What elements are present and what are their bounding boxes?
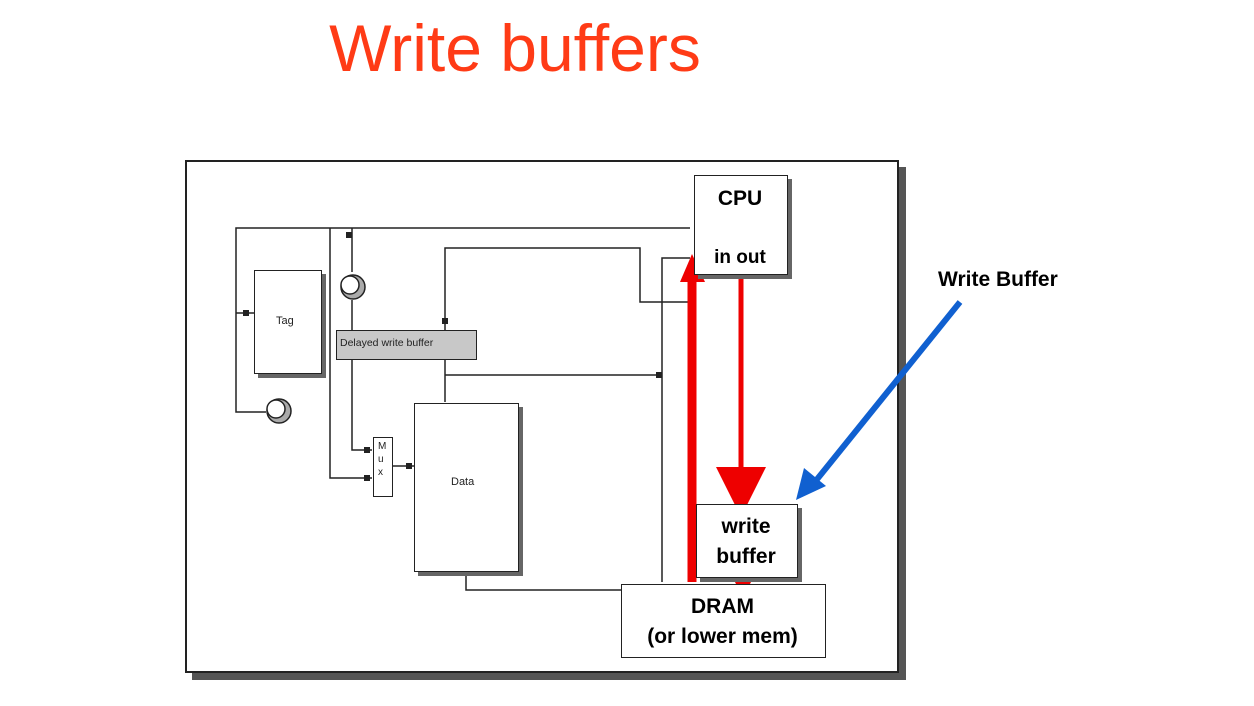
data-label: Data xyxy=(451,476,475,488)
cpu-ports-label: in out xyxy=(714,247,766,268)
write-buffer-callout-label: Write Buffer xyxy=(938,268,1058,291)
tag-label: Tag xyxy=(276,315,294,327)
data-to-dram-wire xyxy=(465,572,622,591)
tag-block xyxy=(254,270,322,374)
write-buffer-label-line1: write xyxy=(721,515,771,538)
mux-upper-input-wire xyxy=(351,360,372,451)
delayed-write-buffer-label: Delayed write buffer xyxy=(340,337,434,349)
read-path-arrowhead xyxy=(680,254,705,282)
cpu-label: CPU xyxy=(717,187,763,210)
right-bus-wire xyxy=(661,257,690,582)
write-buffer-block xyxy=(696,504,798,578)
left-bus-wire xyxy=(329,228,372,479)
mux-block xyxy=(373,437,393,497)
page-title: Write buffers xyxy=(329,11,701,85)
data-block xyxy=(414,403,519,572)
delayed-write-buffer-block xyxy=(336,330,477,360)
tag-feedback-wire xyxy=(235,227,330,413)
dram-label-line2: (or lower mem) xyxy=(647,625,798,648)
wire-junctions xyxy=(243,232,662,481)
dram-label-line1: DRAM xyxy=(691,595,754,618)
write-buffer-label-line2: buffer xyxy=(716,545,776,568)
cache-wiring xyxy=(235,227,695,591)
comparator-lower xyxy=(266,398,292,424)
mux-label: M u x xyxy=(378,441,387,478)
dwb-feed-wire xyxy=(444,247,695,330)
cpu-block xyxy=(694,175,788,275)
callout-arrow xyxy=(796,300,963,500)
comparator-upper xyxy=(340,274,366,300)
dram-block xyxy=(621,584,826,658)
